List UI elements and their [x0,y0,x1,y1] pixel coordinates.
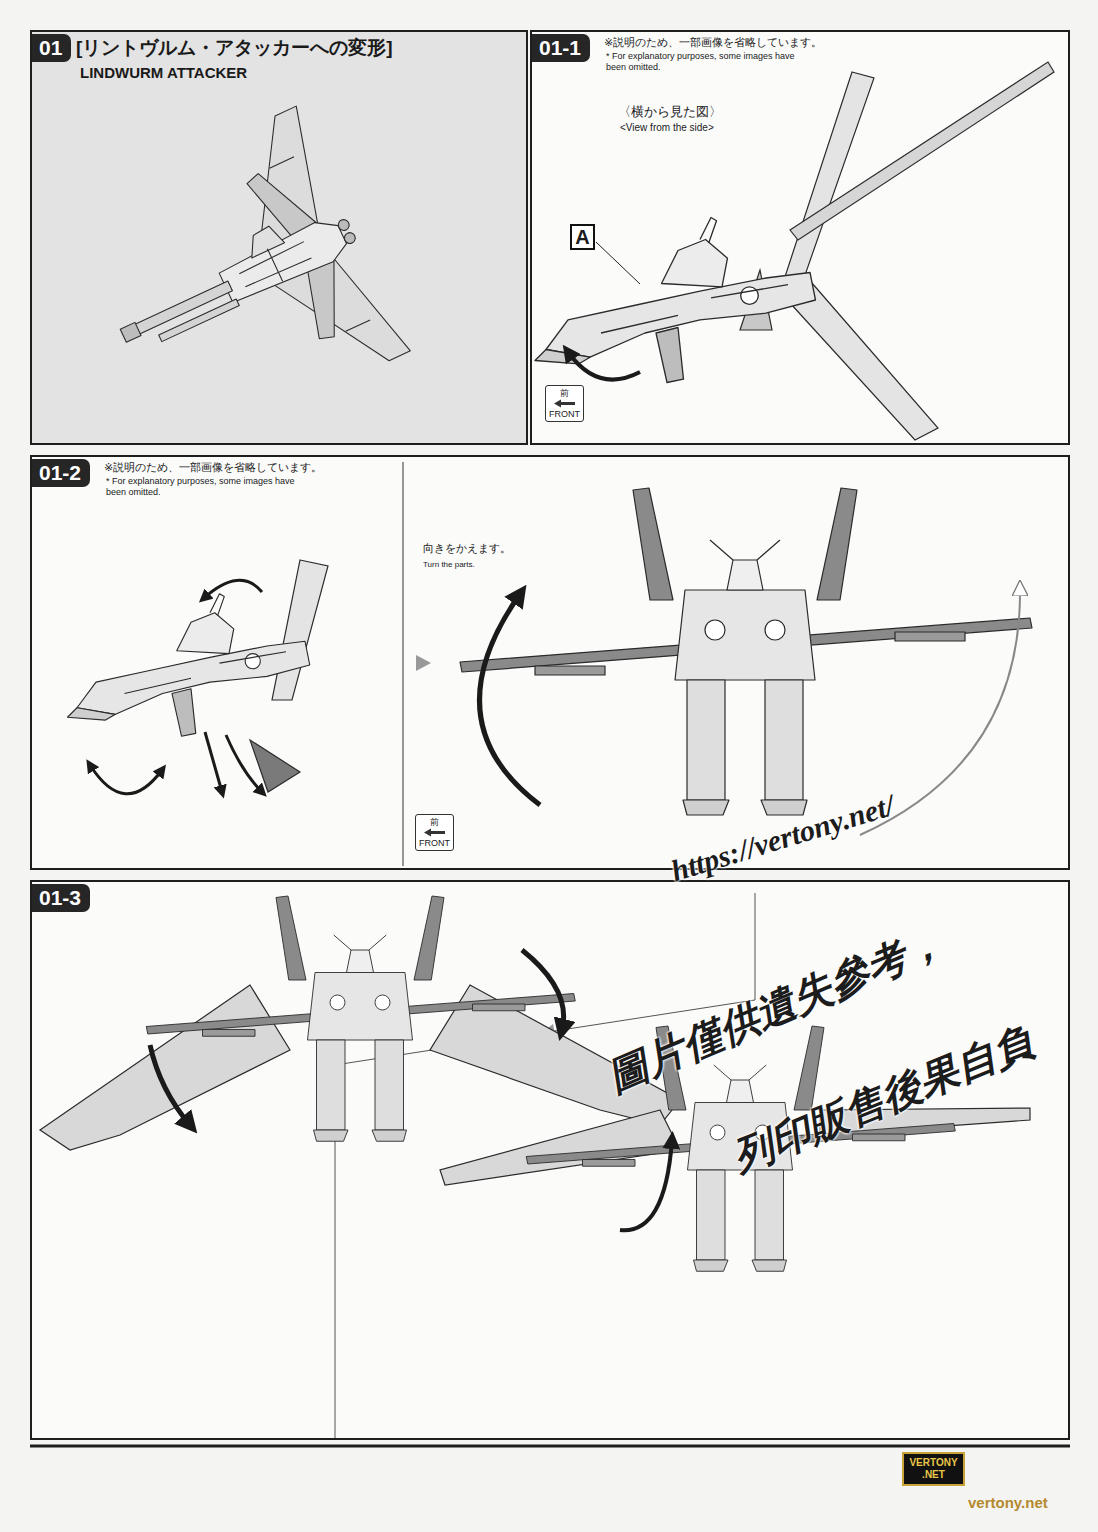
view-caption: 〈横から見た図〉 [618,104,722,120]
front-arrow-icon [424,828,446,837]
watermark: https://vertony.net/ [667,787,899,889]
front-view-figure [460,488,1032,815]
motion-arrow [205,732,222,792]
note-text: ※説明のため、一部画像を省略しています。 [104,461,322,474]
front-icon: 前 FRONT [545,385,584,422]
callout-letter: A [575,226,589,248]
beam-cannon [790,62,1054,240]
step-number: 01 [32,34,71,62]
section-title: [リントヴルム・アタッカーへの変形] [76,36,393,60]
note-text: * For explanatory purposes, some images … [606,51,806,73]
arrow-head [424,829,431,837]
front-icon: 前 FRONT [415,814,454,851]
wing [40,985,290,1150]
side-view-figure [67,594,309,737]
motion-arrow [480,594,541,805]
panel-ground [530,30,1070,445]
step-number: 01-3 [32,884,90,912]
direction-label: FRONT [549,409,580,419]
panel-ground [30,455,1070,870]
step-number: 01-2 [32,459,90,487]
step-panel: A 前 FRONT 01-1 ※説明のため、一部画像を省略しています。 * For exp… [530,30,1070,445]
logo-badge: VERTONY.NET [902,1452,965,1486]
front-view-figure [146,896,575,1141]
motion-arrow [522,950,564,1030]
instruction-text: 向きをかえます。 [423,542,511,555]
divider [403,462,404,866]
arrow-shaft [431,831,445,834]
view-caption: <View from the side> [620,122,714,134]
motion-arrow [568,352,640,380]
next-triangle [416,655,431,671]
motion-arrow [90,765,162,794]
panel-ground [30,880,1070,1440]
logo-text: .NET [922,1469,945,1481]
watermark: 列印販售後果自負 [726,1018,1041,1182]
jet-attacker-view [66,106,410,458]
step-panel: 01[リントヴルム・アタッカーへの変形] LINDWURM ATTACKER [30,30,528,445]
direction-label: FRONT [419,838,450,848]
motion-arrow [150,1045,190,1125]
step-panel: 前 FRONT 01-2 ※説明のため、一部画像を省略しています。 * For expl… [30,455,1070,870]
footer-rule [30,1445,1070,1448]
step-number: 01-1 [532,34,590,62]
motion-arrow [226,735,262,792]
note-text: * For explanatory purposes, some images … [106,476,306,498]
note-text: ※説明のため、一部画像を省略しています。 [604,36,822,49]
motion-arrow [204,580,262,598]
arrow-shaft [561,402,575,405]
direction-glyph: 前 [560,388,569,398]
front-arrow-icon [554,399,576,408]
side-view-figure [535,218,816,383]
direction-glyph: 前 [430,817,439,827]
wing [272,560,328,700]
motion-arrow [620,1140,672,1230]
fin [250,740,300,792]
callout-box: A [570,224,595,250]
logo-text: VERTONY [909,1457,957,1469]
instruction-text: Turn the parts. [423,560,475,570]
watermark: vertony.net [968,1494,1048,1512]
wing [780,72,938,440]
section-subtitle: LINDWURM ATTACKER [80,64,247,82]
leader-line [596,242,640,284]
arrow-head [554,400,561,408]
